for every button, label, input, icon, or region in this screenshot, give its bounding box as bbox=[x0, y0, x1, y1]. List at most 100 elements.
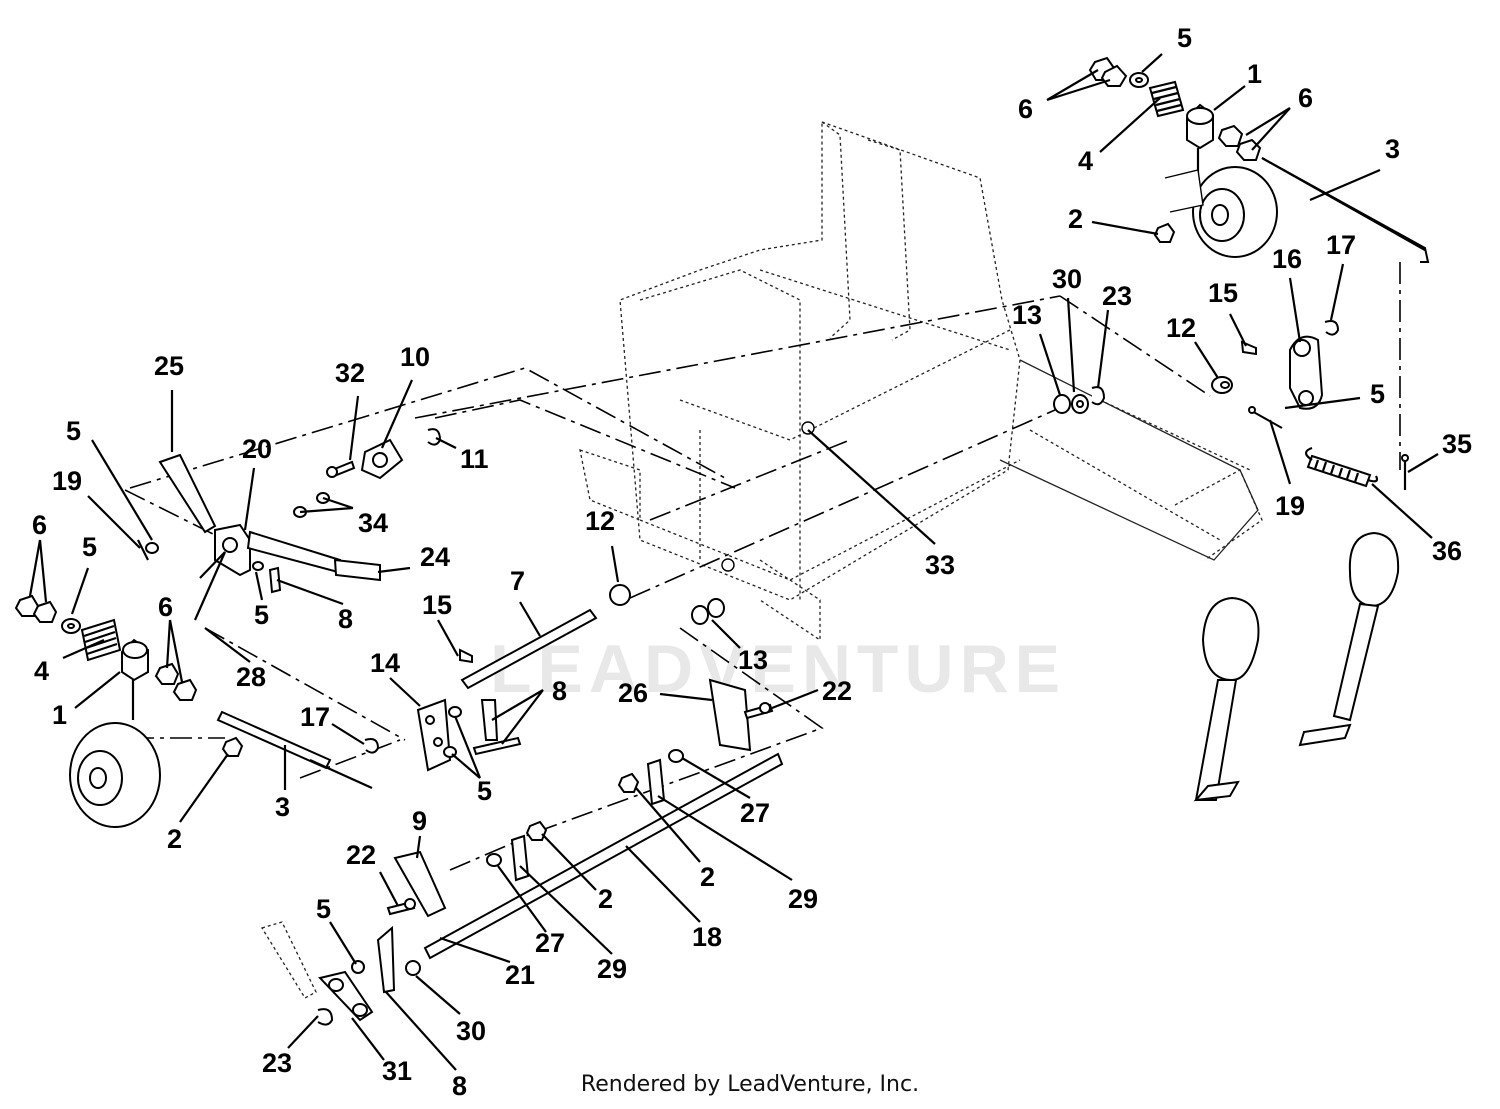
callout-20: 20 bbox=[242, 434, 272, 464]
callout-8: 8 bbox=[338, 604, 353, 634]
rod-28 bbox=[193, 551, 227, 621]
callout-31: 31 bbox=[382, 1056, 412, 1086]
bolt-19-left bbox=[137, 539, 149, 561]
callout-4: 4 bbox=[34, 656, 49, 686]
chassis-frame bbox=[579, 121, 1263, 642]
pin-8-left bbox=[268, 566, 282, 594]
pin-8-bottom bbox=[376, 925, 396, 994]
pin-15-mid bbox=[459, 648, 473, 664]
pedal-rod-bottom bbox=[261, 921, 317, 999]
bolt-22-left bbox=[386, 898, 416, 916]
bolt-19-right bbox=[1248, 406, 1283, 429]
clip-23-bottom bbox=[317, 1008, 334, 1026]
arm-16 bbox=[1289, 335, 1324, 410]
callout-17: 17 bbox=[300, 702, 330, 732]
rod-7 bbox=[460, 608, 598, 690]
bracket-9 bbox=[393, 850, 447, 918]
callout-25: 25 bbox=[154, 351, 184, 381]
callout-3: 3 bbox=[1385, 134, 1400, 164]
callout-5: 5 bbox=[316, 894, 331, 924]
callout-14: 14 bbox=[370, 648, 400, 678]
callout-13: 13 bbox=[738, 645, 768, 675]
callout-5: 5 bbox=[66, 416, 81, 446]
nut-6-top-right bbox=[1217, 124, 1262, 161]
washer-5-top bbox=[1129, 72, 1149, 88]
callout-28: 28 bbox=[236, 662, 266, 692]
callout-2: 2 bbox=[700, 862, 715, 892]
callout-30: 30 bbox=[1052, 264, 1082, 294]
callout-26: 26 bbox=[618, 678, 648, 708]
callout-24: 24 bbox=[420, 542, 450, 572]
callout-6: 6 bbox=[1018, 94, 1033, 124]
grip-24 bbox=[333, 558, 381, 582]
callout-6: 6 bbox=[32, 510, 47, 540]
spacer-13-top bbox=[1053, 394, 1089, 414]
pins-8-mid bbox=[472, 699, 522, 756]
shaft-18 bbox=[423, 752, 784, 960]
washer-27 bbox=[486, 749, 684, 867]
bolt-35 bbox=[1401, 454, 1409, 490]
callout-5: 5 bbox=[82, 532, 97, 562]
callout-9: 9 bbox=[412, 806, 427, 836]
callout-2: 2 bbox=[598, 884, 613, 914]
leader-lines bbox=[28, 53, 1439, 1071]
callout-5: 5 bbox=[477, 776, 492, 806]
brake-pedal bbox=[1193, 596, 1260, 802]
nut-2-left bbox=[221, 736, 244, 757]
spring-4-left bbox=[80, 618, 122, 662]
callout-23: 23 bbox=[262, 1048, 292, 1078]
callout-33: 33 bbox=[925, 550, 955, 580]
callout-4: 4 bbox=[1078, 146, 1093, 176]
callout-22: 22 bbox=[822, 676, 852, 706]
rod-3-top bbox=[1261, 157, 1430, 263]
nut-6-left bbox=[14, 594, 58, 623]
callout-19: 19 bbox=[1275, 491, 1305, 521]
callout-8: 8 bbox=[452, 1071, 467, 1101]
callout-1: 1 bbox=[52, 700, 67, 730]
arm-20 bbox=[214, 523, 342, 577]
callout-17: 17 bbox=[1326, 230, 1356, 260]
callout-2: 2 bbox=[1068, 204, 1083, 234]
callout-7: 7 bbox=[510, 566, 525, 596]
callout-27: 27 bbox=[740, 798, 770, 828]
washer-5-far-left bbox=[61, 618, 81, 634]
spring-4-top bbox=[1148, 80, 1185, 118]
callout-34: 34 bbox=[358, 508, 388, 538]
washers-34 bbox=[293, 492, 330, 518]
clip-23-top bbox=[1091, 386, 1106, 406]
bushing-1-top bbox=[1186, 103, 1214, 180]
watermark-text: LEADVENTURE bbox=[490, 631, 1066, 707]
bushing-12-top bbox=[1211, 376, 1233, 394]
callout-15: 15 bbox=[422, 590, 452, 620]
clip-17-top bbox=[1324, 320, 1340, 336]
callout-6: 6 bbox=[1298, 83, 1313, 113]
callout-labels: 6 5 1 6 4 3 2 30 23 13 15 16 17 12 5 35 … bbox=[32, 23, 1472, 1101]
bracket-25 bbox=[158, 453, 217, 534]
drive-pedal bbox=[1298, 531, 1400, 747]
pulley-top bbox=[1164, 166, 1278, 258]
footer-credit: Rendered by LeadVenture, Inc. bbox=[580, 1072, 920, 1097]
spacer-13-mid bbox=[691, 598, 725, 625]
arm-31 bbox=[318, 970, 374, 1022]
callout-15: 15 bbox=[1208, 278, 1238, 308]
bracket-26 bbox=[708, 678, 752, 752]
callout-36: 36 bbox=[1432, 536, 1462, 566]
callout-35: 35 bbox=[1442, 429, 1472, 459]
pulley-left bbox=[69, 722, 161, 828]
nuts-2-mid bbox=[525, 772, 640, 841]
callout-5: 5 bbox=[254, 600, 269, 630]
callout-12: 12 bbox=[585, 506, 615, 536]
rod-3-left bbox=[216, 710, 373, 790]
washer-5-left bbox=[145, 542, 264, 571]
callout-23: 23 bbox=[1102, 281, 1132, 311]
nut-2-top bbox=[1153, 222, 1176, 243]
callout-22: 22 bbox=[346, 840, 376, 870]
callout-10: 10 bbox=[400, 342, 430, 372]
nut-6-mid-left bbox=[154, 662, 198, 701]
callout-29: 29 bbox=[788, 884, 818, 914]
washer-5-mid bbox=[443, 706, 462, 758]
callout-2: 2 bbox=[167, 824, 182, 854]
washer-5-bottom bbox=[351, 960, 365, 974]
callout-13: 13 bbox=[1012, 300, 1042, 330]
